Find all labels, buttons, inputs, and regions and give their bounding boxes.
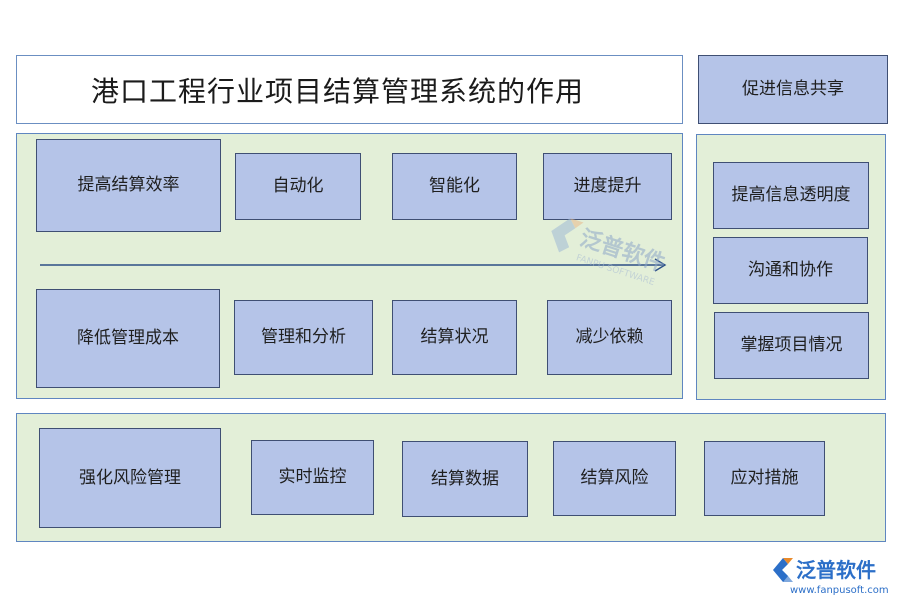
flow-arrow [40,258,667,272]
risk-item-box: 结算风险 [553,441,676,516]
logo-brand-cn: 泛普软件 [796,558,876,582]
cost-item-box: 结算状况 [392,300,517,375]
risk-item-box: 结算数据 [402,441,528,517]
efficiency-item-box: 自动化 [235,153,361,220]
info-sharing-item-box: 沟通和协作 [713,237,868,304]
info-sharing-header: 促进信息共享 [698,55,888,124]
risk-item-box: 实时监控 [251,440,374,515]
efficiency-item-box: 进度提升 [543,153,672,220]
center-watermark: 泛普软件 FANPU SOFTWARE [536,212,696,292]
risk-item-box: 应对措施 [704,441,825,516]
cost-main-box: 降低管理成本 [36,289,220,388]
fanpu-logo-icon: 泛普软件 FANPU SOFTWARE [551,218,669,288]
diagram-title: 港口工程行业项目结算管理系统的作用 [16,55,683,124]
efficiency-main-box: 提高结算效率 [36,139,221,232]
cost-item-box: 减少依赖 [547,300,672,375]
info-sharing-item-box: 掌握项目情况 [714,312,869,379]
cost-item-box: 管理和分析 [234,300,373,375]
info-sharing-item-box: 提高信息透明度 [713,162,869,229]
logo-url: www.fanpusoft.com [790,585,889,596]
risk-main-box: 强化风险管理 [39,428,221,528]
fanpu-logo-icon: 泛普软件 www.fanpusoft.com [773,558,889,596]
efficiency-item-box: 智能化 [392,153,517,220]
bottom-logo: 泛普软件 www.fanpusoft.com [770,552,895,598]
